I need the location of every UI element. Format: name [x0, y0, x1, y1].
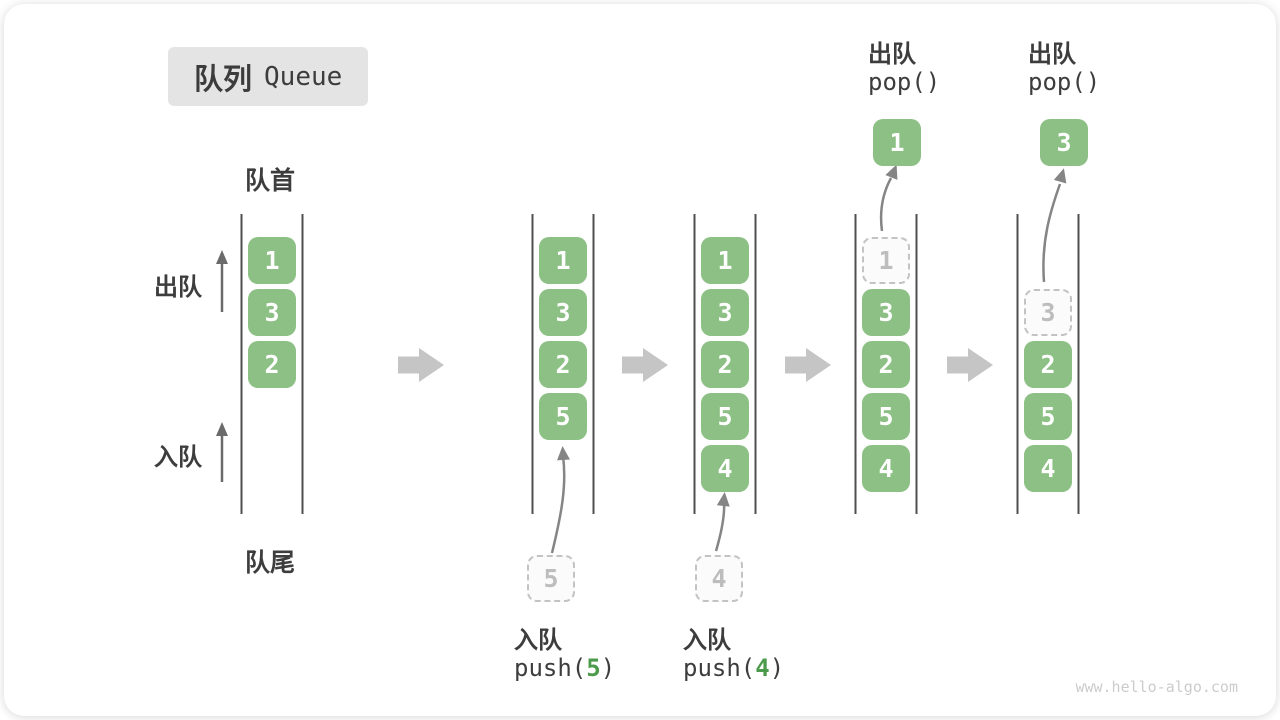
queue-cell: 3	[539, 289, 587, 336]
watermark: www.hello-algo.com	[1075, 678, 1238, 696]
pop-caption-action: 出队	[868, 41, 916, 68]
queue-cell: 2	[862, 341, 910, 388]
title-chinese: 队列	[194, 63, 253, 96]
pop-caption-action: 出队	[1028, 41, 1076, 68]
pop-caption-code: pop()	[1028, 68, 1101, 96]
queue-cell: 3	[862, 289, 910, 336]
pending-enqueue-item: 4	[695, 555, 743, 602]
queue-cell: 5	[862, 393, 910, 440]
popped-item: 3	[1040, 119, 1088, 166]
push-caption-action: 入队	[683, 627, 731, 654]
queue-cell-ghost: 3	[1024, 289, 1072, 336]
diagram-canvas: 队列 Queue 队首 队尾 出队 入队	[4, 4, 1276, 716]
queue-cell-ghost: 1	[862, 237, 910, 284]
push-caption-code: push(5)	[514, 654, 616, 682]
title-badge: 队列 Queue	[168, 47, 369, 106]
push-argument-value: 5	[586, 654, 601, 682]
pending-enqueue-item: 5	[527, 555, 575, 602]
queue-cell: 2	[701, 341, 749, 388]
queue-cell: 4	[1024, 445, 1072, 492]
queue-cell: 1	[701, 237, 749, 284]
enqueue-side-label: 入队	[154, 444, 202, 471]
queue-cell: 1	[248, 237, 296, 284]
queue-cell: 2	[539, 341, 587, 388]
popped-item: 1	[873, 119, 921, 166]
queue-rear-label: 队尾	[245, 549, 296, 577]
queue-cell: 1	[539, 237, 587, 284]
dequeue-side-label: 出队	[154, 274, 202, 301]
push-caption-code: push(4)	[683, 654, 785, 682]
pop-caption-code: pop()	[868, 68, 941, 96]
queue-cell: 5	[539, 393, 587, 440]
queue-cell: 2	[248, 341, 296, 388]
queue-cell: 3	[248, 289, 296, 336]
queue-cell: 3	[701, 289, 749, 336]
queue-cell: 2	[1024, 341, 1072, 388]
queue-cell: 4	[701, 445, 749, 492]
queue-front-label: 队首	[245, 167, 296, 195]
queue-cell: 4	[862, 445, 910, 492]
queue-cell: 5	[1024, 393, 1072, 440]
push-caption-action: 入队	[514, 627, 562, 654]
queue-cell: 5	[701, 393, 749, 440]
title-english: Queue	[264, 61, 343, 92]
push-argument-value: 4	[755, 654, 770, 682]
